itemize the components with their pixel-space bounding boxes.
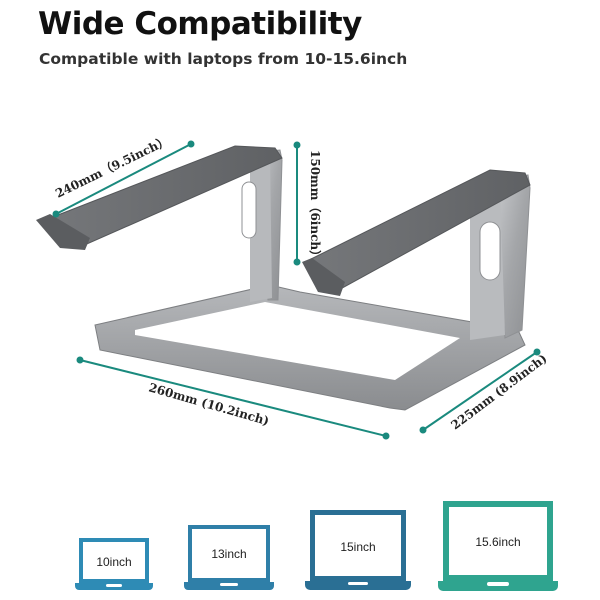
page-title: Wide Compatibility bbox=[38, 6, 362, 42]
laptop-10inch: 10inch bbox=[75, 538, 153, 594]
stand-base bbox=[94, 284, 526, 411]
dimension-line-base-length bbox=[79, 359, 387, 437]
dimension-line-top bbox=[55, 143, 192, 215]
laptop-15-6inch: 15.6inch bbox=[438, 501, 558, 595]
laptop-13inch: 13inch bbox=[184, 525, 274, 593]
laptop-size-label: 15inch bbox=[340, 540, 376, 554]
dimension-label-base-length: 260mm (10.2inch) bbox=[147, 380, 271, 428]
laptop-icon bbox=[443, 501, 553, 581]
stand-left-arm bbox=[36, 145, 283, 302]
laptop-icon bbox=[79, 538, 149, 583]
dimension-label-height: 150mm（6inch） bbox=[308, 150, 323, 262]
laptop-icon bbox=[310, 510, 406, 581]
laptop-size-label: 10inch bbox=[96, 555, 132, 569]
laptop-icon bbox=[188, 525, 270, 582]
laptop-15inch: 15inch bbox=[305, 510, 411, 594]
dimension-line-base-depth bbox=[422, 351, 538, 431]
laptop-size-label: 15.6inch bbox=[475, 535, 521, 549]
page-subtitle: Compatible with laptops from 10-15.6inch bbox=[39, 50, 408, 68]
stand-right-arm bbox=[302, 169, 531, 340]
laptop-size-label: 13inch bbox=[211, 547, 247, 561]
